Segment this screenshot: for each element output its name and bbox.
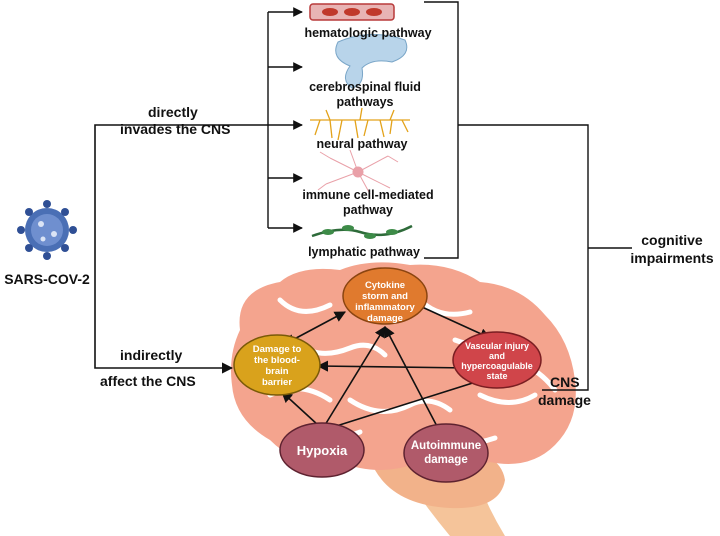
pathway-csf-label-line-1: cerebrospinal fluid [309,80,421,94]
node-bbb-line-2: the blood- [254,355,300,366]
immune-cell-icon [317,149,399,195]
node-autoimmune-line-2: damage [424,454,467,466]
node-vascular-line-2: and [489,351,505,361]
lymph-vessel-icon [311,224,413,239]
node-vascular: Vascular injury and hypercoagulable stat… [452,331,542,389]
pathway-neural-label: neural pathway [317,137,408,151]
branch-lines [94,124,245,374]
outcome-label-line-2: impairments [630,250,713,266]
node-cytokine: Cytokine storm and inflammatory damage [342,267,428,325]
pathway-immune-label-line-1: immune cell-mediated [302,188,433,202]
pathway-tree [245,7,303,233]
ventricle-icon [335,33,408,89]
node-bbb-line-3: brain [265,366,288,377]
virus-label: SARS-COV-2 [4,271,90,287]
branch-indirect-line-2: affect the CNS [100,373,196,389]
branch-direct-line-2: invades the CNS [120,121,230,137]
pathway-hematologic-label: hematologic pathway [304,26,431,40]
virus-icon [17,200,77,260]
branch-indirect-line-1: indirectly [120,347,182,363]
node-vascular-line-1: Vascular injury [465,341,529,351]
node-bbb-line-4: barrier [262,377,292,388]
node-autoimmune: Autoimmune damage [403,423,489,483]
pathway-csf-label-line-2: pathways [337,95,394,109]
neuron-icon [310,107,410,141]
branch-direct-line-1: directly [148,104,198,120]
mechanism-arrows [281,306,500,433]
node-vascular-line-3: hypercoagulable [461,361,533,371]
pathway-bracket [424,1,632,391]
outcome-label-line-1: cognitive [641,232,703,248]
node-cytokine-line-4: damage [367,313,403,324]
node-cytokine-line-2: storm and [362,291,408,302]
node-hypoxia-label: Hypoxia [297,443,348,458]
cns-damage-label-line-1: CNS [550,374,580,390]
node-hypoxia: Hypoxia [279,422,365,478]
node-autoimmune-line-1: Autoimmune [411,440,481,452]
node-bbb-line-1: Damage to [253,344,302,355]
node-vascular-line-4: state [486,371,507,381]
node-cytokine-line-1: Cytokine [365,280,405,291]
pathway-immune-label-line-2: pathway [343,203,393,217]
cns-damage-label-line-2: damage [538,392,591,408]
blood-vessel-icon [309,3,395,21]
pathway-lymphatic-label: lymphatic pathway [308,245,420,259]
node-cytokine-line-3: inflammatory [355,302,415,313]
node-bbb: Damage to the blood- brain barrier [233,334,321,396]
